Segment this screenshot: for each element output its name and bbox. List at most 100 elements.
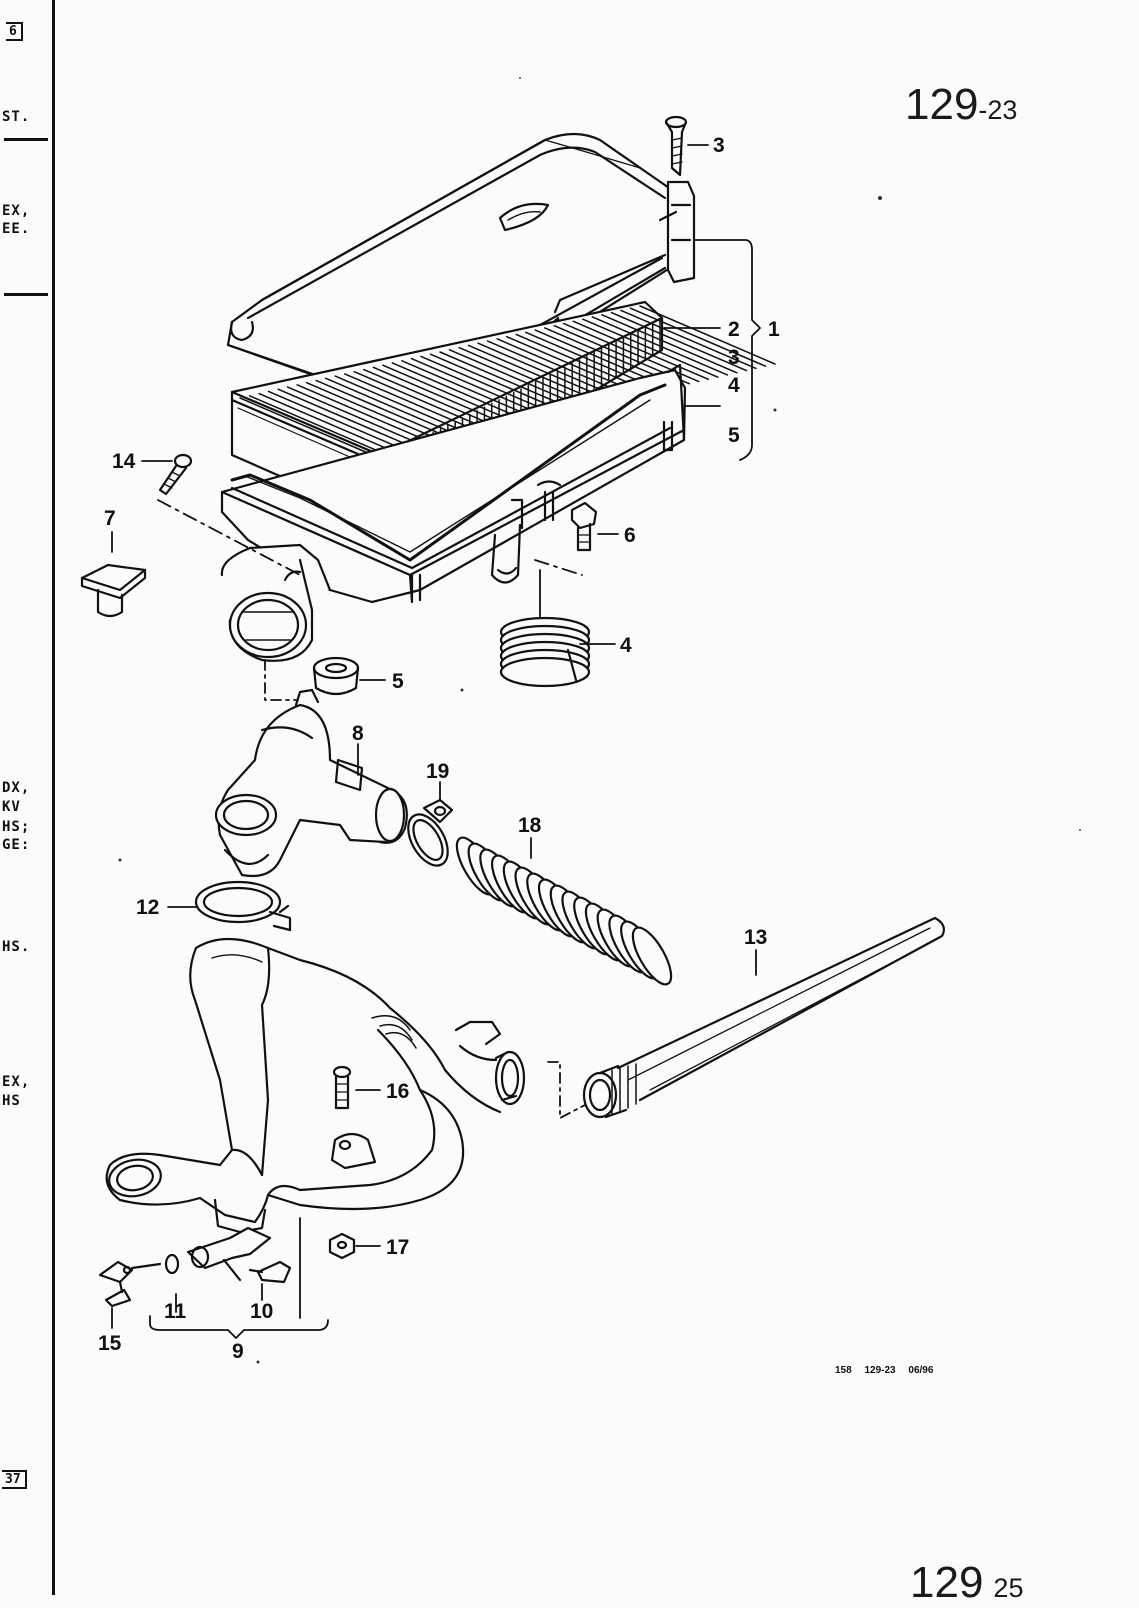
filter-pleat-top [620, 309, 757, 370]
filter-pleat-top [248, 395, 386, 455]
margin-box-number-bottom: 37 [2, 1470, 27, 1489]
callout-19: 19 [426, 760, 449, 783]
filter-pleat-top [429, 353, 567, 413]
filter-pleat-top [410, 357, 548, 418]
hose-rib [631, 926, 673, 986]
margin-divider-top [4, 138, 48, 141]
callout-13: 13 [744, 926, 767, 949]
margin-note: EX, [2, 203, 31, 219]
filter-pleat-top [582, 318, 719, 378]
margin-note: EE. [2, 221, 31, 237]
screw-part-16 [332, 1065, 352, 1110]
filter-pleat-top [572, 320, 710, 381]
margin-note: EX, [2, 1074, 31, 1090]
filter-pleat-top [353, 370, 491, 431]
filter-pleat-top [324, 377, 462, 438]
callout-16: 16 [386, 1080, 409, 1103]
callout-7: 7 [104, 507, 116, 530]
intake-pipe-part-13 [582, 916, 945, 1119]
air-filter-housing-lower [220, 363, 687, 662]
filter-pleat-top [277, 388, 414, 448]
screw-part-3 [664, 115, 688, 177]
filter-pleat-top [439, 351, 576, 411]
callout-4-bracket: 4 [728, 374, 740, 397]
margin-note: KV [2, 799, 21, 815]
filter-pleat-top [382, 364, 519, 424]
callout-5: 5 [392, 670, 404, 693]
callout-12: 12 [136, 896, 159, 919]
y-pipe-assembly-part-9 [105, 938, 526, 1234]
margin-note: HS [2, 1093, 21, 1109]
filter-pleats [239, 305, 776, 519]
leader-lines [111, 144, 761, 1339]
page-number: 129-23 [905, 80, 1017, 130]
bolt-part-6 [570, 501, 598, 552]
callout-9: 9 [232, 1340, 244, 1363]
filter-pleat-top [286, 386, 424, 446]
filter-pleat-top [363, 368, 500, 429]
filter-pleat-top [267, 390, 405, 451]
callout-4: 4 [620, 634, 632, 657]
rubber-mount-part-7 [80, 563, 147, 618]
next-page-number-sub: 25 [993, 1573, 1024, 1603]
bracket-hardware [98, 1226, 292, 1308]
assembly-line-13 [547, 1061, 586, 1119]
margin-note: HS; [2, 819, 31, 835]
callout-3-bracket: 3 [728, 346, 740, 369]
filter-pleat-top [239, 397, 376, 457]
filter-pleat-top [629, 307, 767, 367]
spring-tab [566, 648, 578, 682]
assembly-line-6 [534, 559, 583, 576]
margin-note: ST. [2, 109, 31, 125]
next-page-number-main: 129 [910, 1558, 984, 1607]
connector-part-8 [214, 688, 408, 878]
assembly-line-14 [157, 499, 301, 576]
hose-clamp-part-19 [407, 798, 454, 867]
filter-pleat-top [344, 373, 481, 433]
filter-pleat-top [420, 355, 557, 416]
filter-pleat-top [296, 384, 433, 444]
margin-note: HS. [2, 939, 31, 955]
callout-3: 3 [713, 134, 725, 157]
callout-2: 2 [728, 318, 740, 341]
filter-pleat-top [334, 375, 471, 435]
filter-pleat-top [315, 379, 452, 440]
filter-pleat-top [401, 360, 538, 420]
left-margin-rule [52, 0, 55, 1595]
callout-11: 11 [164, 1300, 187, 1323]
filter-pleat-top [372, 366, 510, 427]
filter-pleat-top [591, 316, 729, 376]
callout-15: 15 [98, 1332, 122, 1355]
nut-part-17 [328, 1232, 356, 1260]
next-page-number: 129 25 [910, 1558, 1023, 1608]
page-number-main: 129 [905, 80, 979, 129]
scan-specks [118, 77, 1081, 1364]
hose-clamp-part-12 [194, 880, 292, 932]
margin-note: GE: [2, 837, 31, 853]
filter-pleat-top [391, 362, 529, 422]
callout-8: 8 [352, 722, 364, 745]
callout-10: 10 [250, 1300, 273, 1323]
coil-spring-part-4 [499, 616, 591, 688]
screw-part-14 [158, 453, 193, 496]
callout-6: 6 [624, 524, 636, 547]
filter-pleat-top [610, 311, 748, 372]
filter-pleat-top [601, 314, 738, 374]
spring-coil [499, 656, 591, 688]
grommet-part-5 [312, 656, 360, 696]
corrugated-hose-part-18 [455, 836, 673, 986]
page-number-sub: -23 [978, 95, 1018, 125]
filter-pleat-top [258, 392, 395, 453]
callout-14: 14 [112, 450, 136, 473]
assembly-line-duct [264, 659, 299, 701]
filter-pleat-top [305, 381, 443, 442]
margin-note: DX, [2, 780, 31, 796]
callout-18: 18 [518, 814, 542, 837]
callout-17: 17 [386, 1236, 409, 1259]
callout-5-bracket: 5 [728, 424, 740, 447]
callout-1: 1 [768, 318, 780, 341]
margin-divider-middle [4, 293, 48, 296]
callout-numbers: 1 2 3 3 4 5 14 7 6 4 5 8 19 18 12 13 16 … [98, 134, 780, 1363]
